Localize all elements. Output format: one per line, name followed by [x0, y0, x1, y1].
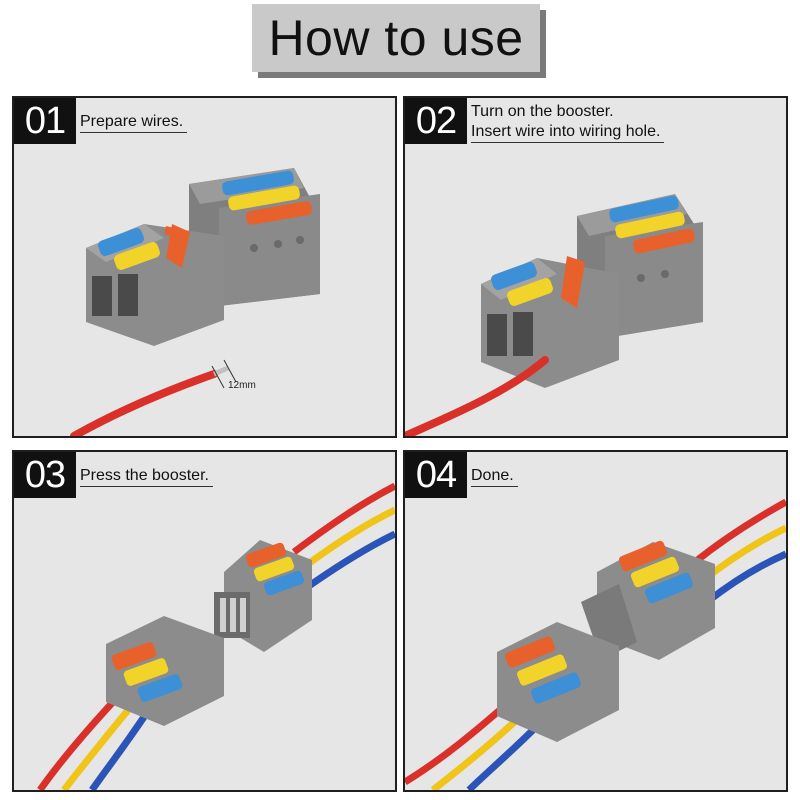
connector-illustration-04 [405, 498, 786, 790]
caption-line: Press the booster. [80, 466, 213, 487]
caption-line: Turn on the booster. [471, 103, 614, 120]
title-banner: How to use [252, 4, 546, 78]
dimension-label: 12mm [228, 380, 256, 391]
step-number-04: 04 [405, 452, 467, 498]
step-panel-01: 12mm 01 Prepare wires. [12, 96, 397, 438]
step-panel-04: 04 Done. [403, 450, 788, 792]
step-number-03: 03 [14, 452, 76, 498]
connector-illustration-02 [405, 194, 703, 436]
step-caption-04: Done. [471, 466, 518, 487]
step-panel-03: 03 Press the booster. [12, 450, 397, 792]
step-caption-01: Prepare wires. [80, 112, 188, 133]
step-caption-02: Turn on the booster. Insert wire into wi… [471, 102, 665, 143]
connector-illustration-03 [37, 482, 395, 790]
step-panel-02: 02 Turn on the booster. Insert wire into… [403, 96, 788, 438]
caption-line: Insert wire into wiring hole. [471, 122, 665, 143]
page-title: How to use [252, 4, 540, 72]
caption-line: Prepare wires. [80, 112, 188, 133]
step-number-01: 01 [14, 98, 76, 144]
connector-illustration-01: 12mm [70, 168, 320, 436]
step-number-02: 02 [405, 98, 467, 144]
caption-line: Done. [471, 466, 518, 487]
step-caption-03: Press the booster. [80, 466, 213, 487]
